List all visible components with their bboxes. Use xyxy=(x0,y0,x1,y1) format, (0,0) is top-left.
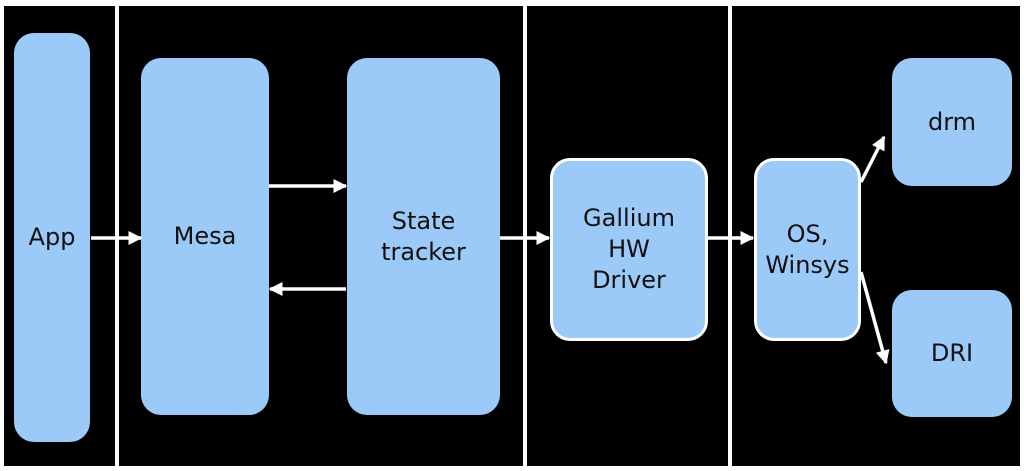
drm-label: drm xyxy=(927,107,977,136)
gallium-hw-driver-box: Gallium HW Driver xyxy=(550,158,708,341)
os-winsys-label: OS, Winsys xyxy=(765,219,850,279)
arrow-os-to-dri xyxy=(859,271,890,365)
state-tracker-box: State tracker xyxy=(347,58,500,415)
dri-label: DRI xyxy=(930,339,974,367)
app-box: App xyxy=(14,33,90,442)
app-label: App xyxy=(28,223,76,251)
mesa-label: Mesa xyxy=(173,222,237,250)
arrow-os-to-drm xyxy=(859,135,886,183)
state-tracker-label: State tracker xyxy=(381,206,466,266)
os-winsys-box: OS, Winsys xyxy=(754,158,861,341)
gallium-hw-driver-label: Gallium HW Driver xyxy=(583,204,675,294)
mesa-box: Mesa xyxy=(141,58,269,415)
drm-box: drm xyxy=(892,58,1012,186)
dri-box: DRI xyxy=(892,290,1012,417)
